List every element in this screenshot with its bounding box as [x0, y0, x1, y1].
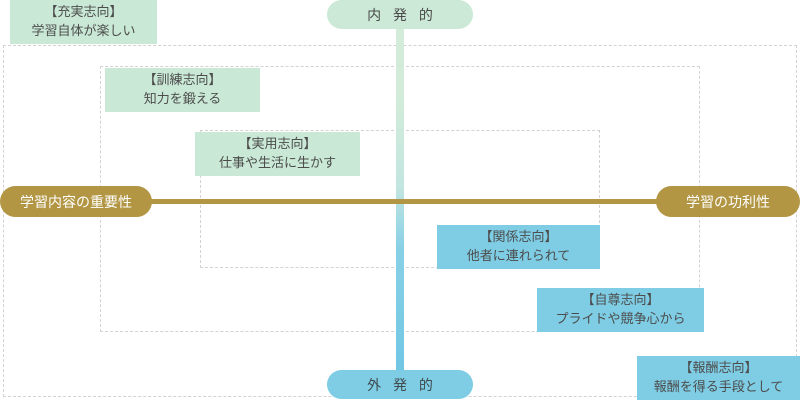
- axis-label-learning-utility: 学習の功利性: [656, 186, 800, 217]
- category-title: 【充実志向】: [44, 4, 123, 20]
- axis-label-extrinsic: 外 発 的: [327, 370, 473, 399]
- category-description: 知力を鍛える: [143, 91, 222, 106]
- category-box-jitsuyo: 【実用志向】 仕事や生活に生かす: [195, 132, 360, 176]
- horizontal-axis-line: [60, 199, 760, 204]
- category-title: 【関係志向】: [479, 229, 558, 245]
- category-description: プライドや競争心から: [555, 311, 686, 326]
- category-description: 学習自体が楽しい: [31, 23, 136, 38]
- category-box-jison: 【自尊志向】 プライドや競争心から: [537, 288, 704, 332]
- category-box-kunren: 【訓練志向】 知力を鍛える: [105, 68, 260, 112]
- category-title: 【自尊志向】: [581, 292, 660, 308]
- category-box-hoshu: 【報酬志向】 報酬を得る手段として: [637, 356, 800, 400]
- axis-label-learning-content-importance: 学習内容の重要性: [0, 186, 152, 217]
- category-description: 他者に連れられて: [466, 248, 571, 263]
- category-description: 仕事や生活に生かす: [218, 155, 336, 170]
- category-title: 【訓練志向】: [143, 72, 222, 88]
- axis-label-intrinsic: 内 発 的: [327, 0, 473, 29]
- category-title: 【実用志向】: [238, 136, 317, 152]
- category-description: 報酬を得る手段として: [653, 379, 784, 394]
- category-box-jujitsu: 【充実志向】 学習自体が楽しい: [10, 0, 157, 44]
- category-title: 【報酬志向】: [679, 360, 758, 376]
- category-box-kankei: 【関係志向】 他者に連れられて: [437, 225, 600, 269]
